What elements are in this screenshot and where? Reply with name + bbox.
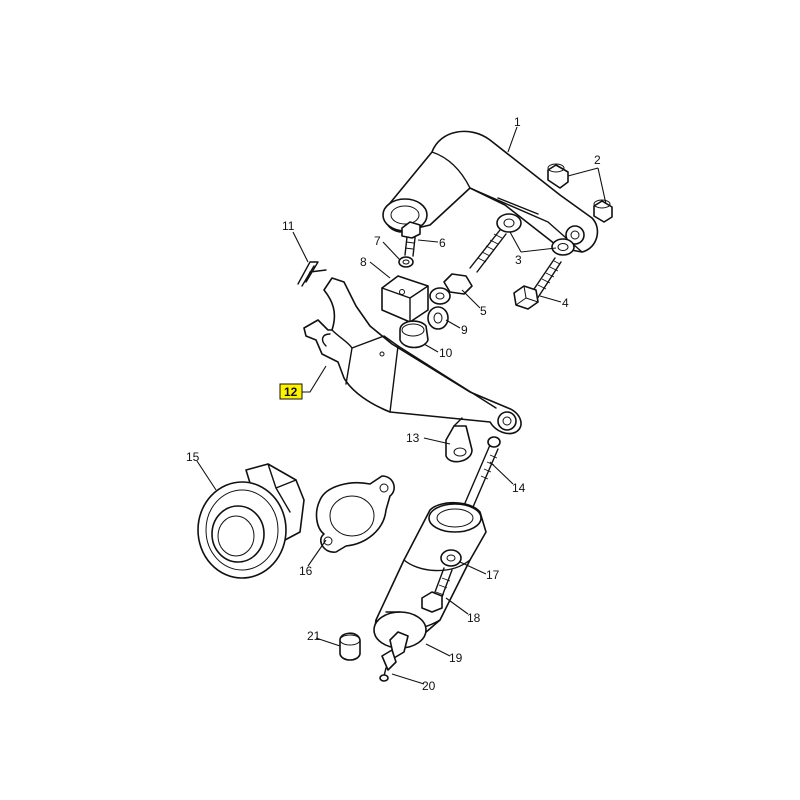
part-3-washers — [496, 213, 575, 256]
part-18-bolt — [421, 567, 453, 613]
part-17-washer — [440, 549, 462, 567]
callout-12-highlight-box — [279, 383, 303, 400]
callout-12-highlighted: 12 — [279, 383, 303, 400]
callout-13: 13 — [406, 431, 420, 445]
leader-lines — [196, 126, 607, 685]
callout-17: 17 — [486, 568, 500, 582]
callout-1: 1 — [514, 115, 521, 129]
part-5-stud-and-nut — [429, 229, 507, 305]
part-14-push-rod — [461, 436, 501, 515]
callout-14: 14 — [512, 481, 526, 495]
callout-9: 9 — [461, 323, 468, 337]
part-12-release-lever — [303, 277, 522, 435]
part-20-bleed-nipple — [379, 631, 409, 682]
callout-10: 10 — [439, 346, 453, 360]
part-13-clip — [445, 417, 473, 463]
part-21-dust-cap — [339, 632, 361, 661]
part-15-release-bearing — [197, 463, 305, 579]
part-8-bracket — [381, 275, 429, 323]
callout-8: 8 — [360, 255, 367, 269]
callout-16: 16 — [299, 564, 313, 578]
part-4-bolt — [513, 257, 562, 310]
callout-21: 21 — [307, 629, 321, 643]
part-16-gasket — [315, 475, 395, 553]
part-2-bushings — [547, 163, 613, 223]
callout-20: 20 — [422, 679, 436, 693]
part-19-slave-cylinder — [373, 501, 487, 649]
callout-4: 4 — [562, 296, 569, 310]
callout-11: 11 — [282, 219, 295, 233]
part-9-bushing — [427, 306, 449, 330]
callout-15: 15 — [186, 450, 200, 464]
callout-labels: 1 2 3 4 5 6 7 8 9 10 11 12 13 14 15 16 1… — [186, 115, 601, 693]
callout-2: 2 — [594, 153, 601, 167]
callout-5: 5 — [480, 304, 487, 318]
part-6-bolt — [401, 221, 421, 257]
callout-7: 7 — [374, 234, 381, 248]
callout-6: 6 — [439, 236, 446, 250]
part-11-spring-clip — [297, 261, 327, 287]
part-10-bushing — [399, 320, 429, 349]
part-7-washer — [398, 256, 414, 268]
callout-19: 19 — [449, 651, 463, 665]
callout-18: 18 — [467, 611, 481, 625]
callout-3: 3 — [515, 253, 522, 267]
callout-12: 12 — [284, 385, 298, 399]
